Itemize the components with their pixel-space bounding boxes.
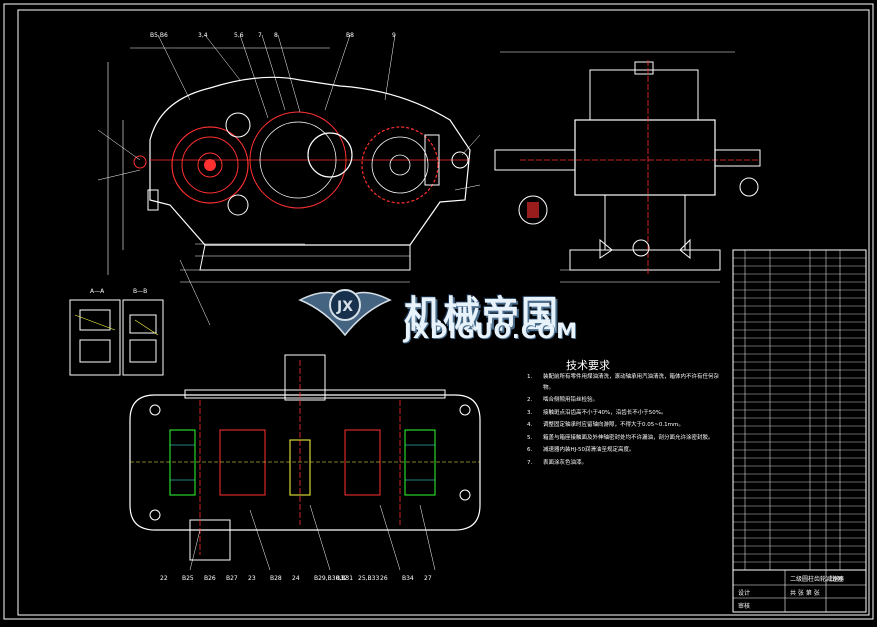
section-aa-label: A—A (90, 288, 105, 295)
section-views (69, 299, 164, 376)
technical-notes-title: 技术要求 (566, 359, 610, 372)
part-callout-label: B32 (336, 575, 348, 582)
technical-note-number: 6. (527, 447, 533, 453)
technical-note-item: 2. 啮合侧隙用铅丝检验。 (527, 395, 727, 406)
designer-label: 设计 (738, 590, 751, 597)
technical-note-number: 4. (527, 422, 533, 428)
scale-label: 比例 (830, 576, 843, 583)
drawing-name: 二级圆柱齿轮减速器 (790, 576, 845, 583)
checker-label: 审核 (738, 603, 751, 610)
part-callout-label: 7 (258, 32, 262, 39)
technical-note-item: 4. 调整固定轴承时应留轴向游隙，不得大于0.05~0.1mm。 (527, 420, 727, 431)
technical-note-number: 2. (527, 397, 533, 403)
part-callout-label: B28 (270, 575, 282, 582)
technical-note-text: 减速器内装HJ-50润滑油至规定高度。 (543, 447, 635, 453)
title-block (732, 569, 867, 613)
part-callout-label: B8 (346, 32, 354, 39)
technical-notes-list: 1. 装配前所有零件用煤油清洗，滚动轴承用汽油清洗，箱体内不许有任何杂物。 2. 啮合… (527, 372, 727, 470)
technical-note-text: 装配前所有零件用煤油清洗，滚动轴承用汽油清洗，箱体内不许有任何杂物。 (543, 374, 720, 391)
side-view (494, 51, 761, 283)
technical-note-text: 调整固定轴承时应留轴向游隙，不得大于0.05~0.1mm。 (543, 422, 684, 428)
technical-note-item: 7. 表面涂灰色油漆。 (527, 458, 727, 469)
part-callout-label: 8 (274, 32, 278, 39)
part-callout-label: 5,6 (234, 32, 244, 39)
technical-note-text: 箱盖与箱座接触面及外伸轴密封处均不许漏油，剖分面允许涂密封胶。 (543, 434, 714, 441)
technical-note-item: 1. 装配前所有零件用煤油清洗，滚动轴承用汽油清洗，箱体内不许有任何杂物。 (527, 372, 727, 393)
technical-note-item: 6. 减速器内装HJ-50润滑油至规定高度。 (527, 445, 727, 456)
top-callout-labels: B5,B6 3,4 5,6 7 8 B8 9 (150, 32, 396, 39)
part-callout-label: 22 (160, 575, 168, 582)
section-bb-label: B—B (133, 288, 148, 295)
svg-text:JX: JX (336, 299, 353, 315)
part-callout-label: 25,B33 (358, 575, 379, 582)
technical-note-text: 啮合侧隙用铅丝检验。 (543, 397, 599, 403)
part-callout-label: 9 (392, 32, 396, 39)
part-callout-label: B34 (402, 575, 414, 582)
technical-note-number: 7. (527, 459, 533, 466)
part-callout-label: 24 (292, 575, 300, 582)
watermark-brand-en: JXDIGUO.COM (404, 319, 579, 343)
part-callout-label: B25 (182, 575, 194, 582)
watermark-logo: JX (298, 289, 392, 337)
plan-view (129, 354, 481, 571)
part-callout-label: 27 (424, 575, 432, 582)
parts-list-table (732, 249, 867, 571)
watermark-brand-cn: 机械帝国 (404, 293, 560, 336)
inner-frame (17, 9, 870, 616)
front-view (97, 34, 481, 326)
part-callout-label: B26 (204, 575, 216, 582)
outer-frame (3, 3, 874, 620)
part-callout-label: B27 (226, 575, 238, 582)
technical-note-item: 5. 箱盖与箱座接触面及外伸轴密封处均不许漏油，剖分面允许涂密封胶。 (527, 433, 727, 444)
part-callout-label: B29,B30,B31 (314, 575, 353, 582)
part-callout-label: 23 (248, 575, 256, 582)
technical-note-number: 5. (527, 434, 533, 441)
technical-note-text: 接触斑点沿齿高不小于40%，沿齿长不小于50%。 (543, 409, 667, 416)
technical-note-number: 3. (527, 409, 533, 416)
part-callout-label: 26 (380, 575, 388, 582)
technical-note-number: 1. (527, 374, 533, 380)
part-callout-label: B5,B6 (150, 32, 168, 39)
sheet-label: 共 张 第 张 (790, 590, 820, 597)
technical-note-item: 3. 接触斑点沿齿高不小于40%，沿齿长不小于50%。 (527, 408, 727, 419)
technical-note-text: 表面涂灰色油漆。 (543, 459, 588, 466)
part-callout-label: 3,4 (198, 32, 208, 39)
